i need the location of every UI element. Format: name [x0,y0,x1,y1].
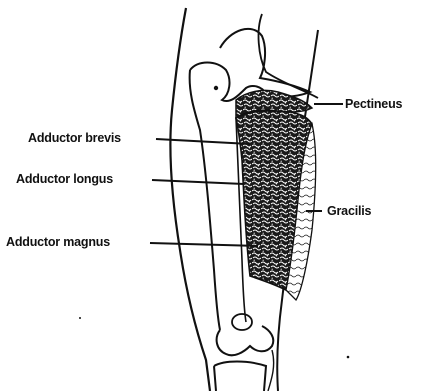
label-adductor-brevis: Adductor brevis [28,131,121,145]
tibia-top [214,362,266,391]
femur-shaft [190,70,220,330]
label-adductor-longus: Adductor longus [16,172,113,186]
pelvis-outline [220,29,310,97]
label-pectineus: Pectineus [345,97,402,111]
label-adductor-magnus: Adductor magnus [6,235,110,249]
fibula-lines [268,350,274,391]
label-gracilis: Gracilis [327,204,371,218]
leader-adductor-longus [152,180,244,184]
patella [232,314,252,330]
